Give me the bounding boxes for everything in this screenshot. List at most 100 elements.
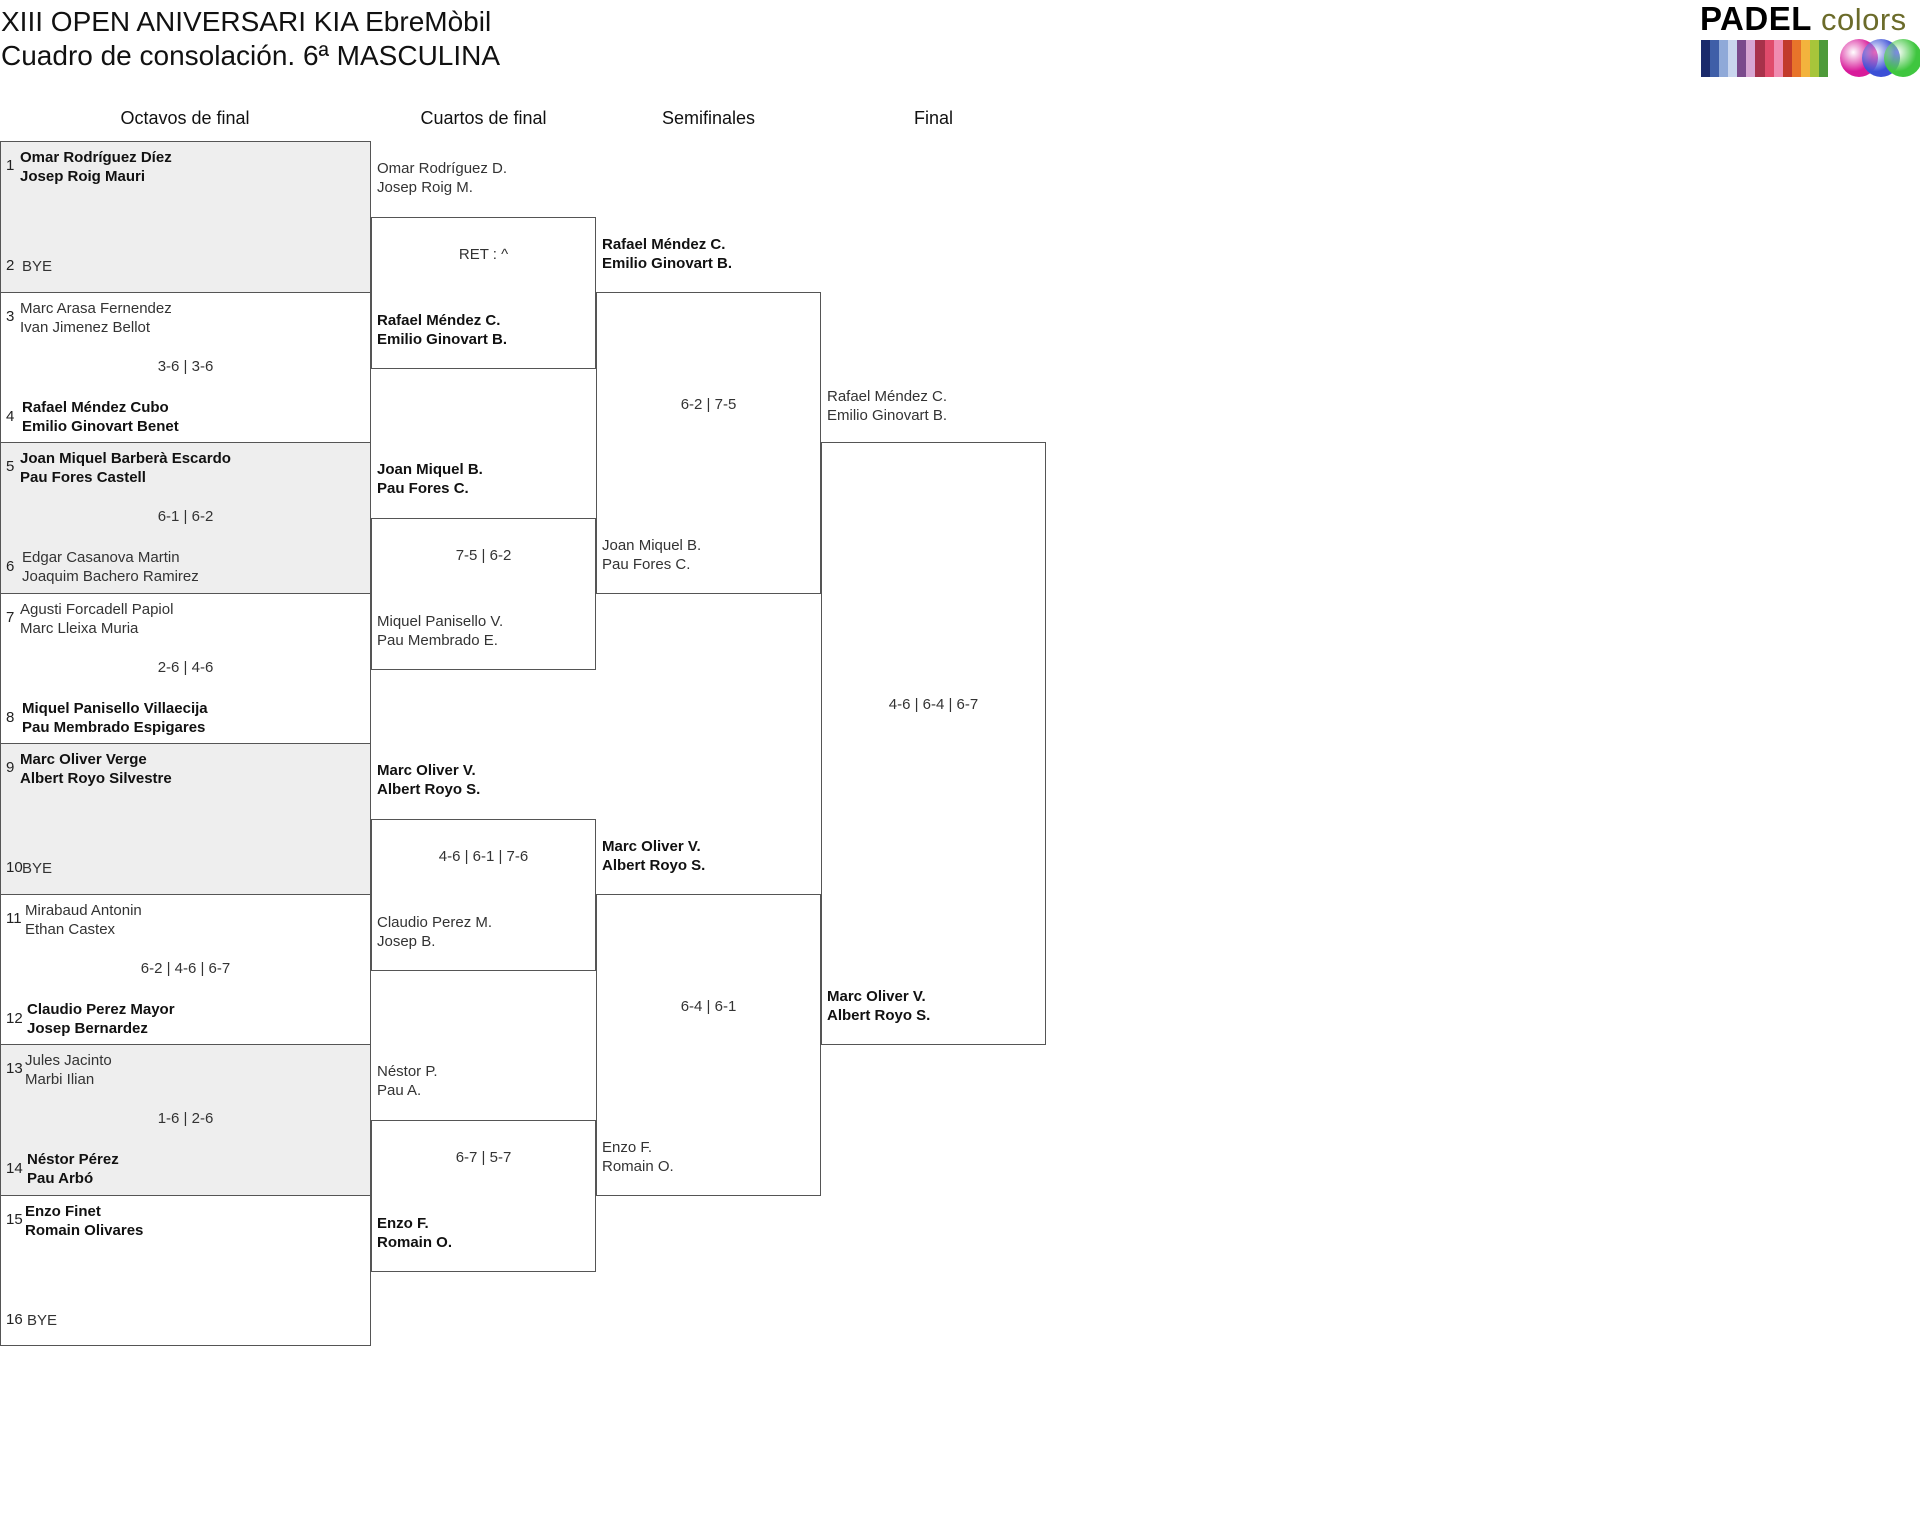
padel-colors-logo: PADEL colors <box>1700 0 1920 80</box>
team-name: Marc Lleixa Muria <box>20 619 139 637</box>
logo-stripe <box>1755 40 1765 77</box>
seed-number: 6 <box>6 558 15 575</box>
team-name: Albert Royo S. <box>377 781 481 798</box>
match-score: 4-6 | 6-4 | 6-7 <box>888 696 979 713</box>
team-name: Josep Roig Mauri <box>20 168 146 185</box>
logo-stripe <box>1791 40 1801 77</box>
match-score: 3-6 | 3-6 <box>157 357 214 375</box>
match-score: 1-6 | 2-6 <box>157 1110 214 1127</box>
team-name: Pau A. <box>377 1082 422 1099</box>
team-name: BYE <box>27 1311 58 1329</box>
r16-match-box <box>0 141 371 293</box>
team-name: Rafael Méndez Cubo <box>22 398 169 416</box>
team-name: Marc Oliver V. <box>602 838 701 855</box>
seed-number: 4 <box>6 407 15 425</box>
team-name: Pau Fores C. <box>602 555 691 573</box>
team-name: Rafael Méndez C. <box>827 388 948 405</box>
logo-stripe <box>1764 40 1774 77</box>
logo-word-padel: PADEL <box>1700 0 1812 37</box>
team-name: Josep B. <box>377 933 436 950</box>
seed-number: 3 <box>6 307 15 325</box>
team-name: Agusti Forcadell Papiol <box>20 600 174 618</box>
logo-stripe <box>1728 40 1738 77</box>
match-score: 7-5 | 6-2 <box>455 547 512 564</box>
team-name: Romain Olivares <box>25 1221 144 1239</box>
match-score: RET : ^ <box>458 246 509 263</box>
logo-ball-icon <box>1884 39 1920 77</box>
team-name: Omar Rodríguez D. <box>377 160 508 177</box>
team-name: Marc Oliver V. <box>827 988 926 1005</box>
seed-number: 10 <box>6 859 23 876</box>
round-header-qf: Cuartos de final <box>420 108 547 128</box>
team-name: Miquel Panisello Villaecija <box>22 699 208 717</box>
team-name: Emilio Ginovart B. <box>377 331 508 348</box>
team-name: Albert Royo Silvestre <box>20 770 172 787</box>
team-name: Emilio Ginovart Benet <box>22 417 179 435</box>
team-name: Josep Roig M. <box>377 179 473 196</box>
team-name: Enzo F. <box>602 1138 653 1156</box>
team-name: Pau Arbó <box>27 1170 94 1187</box>
team-name: Edgar Casanova Martin <box>22 549 180 566</box>
team-name: Pau Membrado E. <box>377 632 498 649</box>
team-name: Néstor Pérez <box>27 1151 119 1168</box>
logo-stripe <box>1719 40 1729 77</box>
logo-stripe <box>1746 40 1756 77</box>
r16-match-box <box>0 1044 371 1196</box>
seed-number: 11 <box>6 909 22 927</box>
match-score: 6-2 | 7-5 <box>680 395 737 413</box>
team-name: BYE <box>22 258 53 275</box>
team-name: Marc Oliver V. <box>377 762 476 779</box>
team-name: Joan Miquel B. <box>377 461 483 478</box>
team-name: Rafael Méndez C. <box>377 312 501 329</box>
logo-stripe <box>1773 40 1783 77</box>
match-score: 4-6 | 6-1 | 7-6 <box>438 848 529 865</box>
team-name: Claudio Perez Mayor <box>27 1000 175 1018</box>
r16-match-box <box>0 743 371 895</box>
logo-stripes <box>1701 40 1829 77</box>
team-name: Romain O. <box>377 1234 453 1251</box>
seed-number: 13 <box>6 1060 23 1077</box>
seed-number: 1 <box>6 157 15 174</box>
team-name: Miquel Panisello V. <box>377 613 504 630</box>
logo-stripe <box>1819 40 1829 77</box>
team-name: Joan Miquel Barberà Escardo <box>20 450 231 467</box>
team-name: Enzo F. <box>377 1215 429 1232</box>
match-score: 6-7 | 5-7 <box>455 1149 512 1166</box>
final-match-box <box>821 442 1046 1045</box>
seed-number: 15 <box>6 1210 23 1228</box>
team-name: Marbi Ilian <box>25 1071 95 1088</box>
seed-number: 14 <box>6 1160 23 1177</box>
qf-match-box <box>371 819 596 971</box>
team-name: Pau Fores C. <box>377 480 469 497</box>
round-header-r16: Octavos de final <box>120 108 250 128</box>
match-score: 6-4 | 6-1 <box>680 997 737 1015</box>
team-name: Mirabaud Antonin <box>25 901 142 919</box>
team-name: Pau Fores Castell <box>20 469 146 486</box>
seed-number: 2 <box>6 257 15 274</box>
logo-stripe <box>1809 40 1820 77</box>
qf-match-box <box>371 217 596 369</box>
round-header-final: Final <box>913 108 953 128</box>
team-name: Albert Royo S. <box>602 857 706 874</box>
team-name: Enzo Finet <box>25 1202 101 1220</box>
seed-number: 5 <box>6 458 15 475</box>
team-name: Omar Rodríguez Díez <box>20 149 172 166</box>
tournament-title: XIII OPEN ANIVERSARI KIA EbreMòbil <box>1 6 492 37</box>
logo-stripe <box>1701 40 1711 77</box>
team-name: Ivan Jimenez Bellot <box>20 318 151 336</box>
qf-match-box <box>371 518 596 670</box>
seed-number: 12 <box>6 1009 23 1027</box>
team-name: Joan Miquel B. <box>602 536 702 554</box>
logo-stripe <box>1782 40 1792 77</box>
team-name: BYE <box>22 860 53 877</box>
team-name: Joaquim Bachero Ramirez <box>22 568 199 585</box>
team-name: Romain O. <box>602 1157 674 1175</box>
seed-number: 8 <box>6 708 15 726</box>
team-name: Albert Royo S. <box>827 1007 931 1024</box>
team-name: Jules Jacinto <box>25 1052 112 1069</box>
seed-number: 16 <box>6 1310 23 1328</box>
r16-match-box <box>0 1194 371 1346</box>
logo-stripe <box>1710 40 1720 77</box>
team-name: Ethan Castex <box>25 920 116 938</box>
team-name: Pau Membrado Espigares <box>22 718 206 736</box>
